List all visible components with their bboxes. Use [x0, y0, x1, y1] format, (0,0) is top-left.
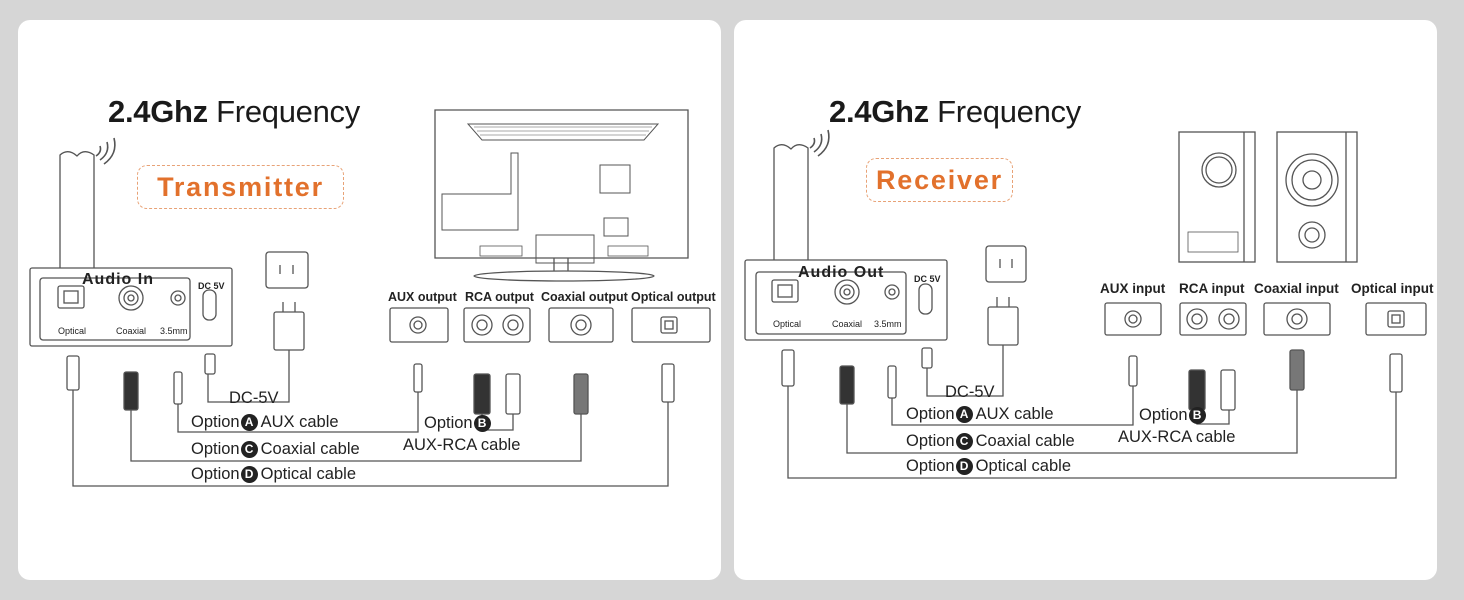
wifi-signal-icon — [809, 129, 830, 157]
jack-label-35mm: 3.5mm — [160, 326, 188, 336]
transmitter-diagram — [29, 109, 711, 487]
coaxial-plug-icon — [123, 371, 139, 411]
coaxial-plug-icon — [839, 365, 855, 405]
port-label-rca: RCA input — [1179, 281, 1245, 296]
port-label-coaxial: Coaxial output — [541, 290, 628, 304]
power-label: DC-5V — [229, 389, 279, 407]
jack-label-35mm: 3.5mm — [874, 319, 902, 329]
rca-input-port — [1179, 302, 1247, 336]
coaxial-output-port — [548, 307, 614, 343]
antenna-icon — [773, 144, 809, 264]
port-label-aux: AUX output — [388, 290, 457, 304]
frequency-word: Frequency — [216, 94, 360, 129]
speaker-right-icon — [1276, 131, 1358, 263]
port-label-coaxial: Coaxial input — [1254, 281, 1339, 296]
jack-label-optical: Optical — [773, 319, 802, 329]
optical-output-port — [631, 307, 711, 343]
coaxial-input-port — [1263, 302, 1331, 336]
rca-white-plug-icon — [505, 373, 521, 415]
port-label-rca: RCA output — [465, 290, 534, 304]
aux-plug-icon — [887, 365, 897, 399]
cable-lines — [787, 345, 1397, 479]
dc-label: DC 5V — [198, 281, 225, 291]
receiver-panel: 2.4Ghz Frequency Receiver Audio Out Opti… — [734, 20, 1437, 580]
usb-plug-icon — [204, 353, 216, 375]
tv-icon — [434, 109, 689, 282]
port-label-optical: Optical input — [1351, 281, 1434, 296]
coaxial-jack-icon — [834, 279, 860, 305]
optical-plug-icon — [781, 349, 795, 387]
jack-label-coaxial: Coaxial — [832, 319, 863, 329]
option-badge: D — [955, 458, 973, 475]
aux-jack-icon — [884, 284, 900, 300]
rca-cable-label: AUX-RCA cable — [1118, 428, 1236, 446]
frequency-band: 2.4Ghz — [108, 94, 208, 129]
optical-jack-icon — [771, 279, 799, 303]
aux-plug-icon — [173, 371, 183, 405]
aux-jack-icon — [170, 290, 186, 306]
coaxial-jack-icon — [118, 285, 144, 311]
rca-red-plug-icon — [473, 373, 491, 415]
power-adapter-icon — [273, 311, 305, 351]
rca-cable-label: AUX-RCA cable — [403, 436, 521, 454]
optical-input-port — [1365, 302, 1427, 336]
optical-jack-icon — [57, 285, 85, 309]
usb-c-port-icon — [918, 283, 933, 315]
option-badge: B — [473, 415, 491, 432]
frequency-heading: 2.4Ghz Frequency — [108, 94, 360, 130]
jack-label-optical: Optical — [58, 326, 87, 336]
frequency-heading: 2.4Ghz Frequency — [829, 94, 1081, 130]
power-adapter-icon — [987, 306, 1019, 346]
device-title: Audio Out — [798, 264, 885, 281]
rca-red-plug-icon — [1188, 369, 1206, 411]
receiver-label: Receiver — [866, 158, 1013, 202]
antenna-icon — [59, 151, 95, 271]
transmitter-label: Transmitter — [137, 165, 344, 209]
power-label: DC-5V — [945, 383, 995, 401]
usb-c-port-icon — [202, 289, 217, 321]
option-badge: B — [1188, 407, 1206, 424]
dc-label: DC 5V — [914, 274, 941, 284]
device-title: Audio In — [82, 271, 154, 288]
option-badge: C — [240, 441, 258, 458]
transmitter-panel: 2.4Ghz Frequency Transmitter Audio In Op… — [18, 20, 721, 580]
speaker-left-icon — [1178, 131, 1256, 263]
frequency-band: 2.4Ghz — [829, 94, 929, 129]
rca-white-plug-icon — [1220, 369, 1236, 411]
option-badge: A — [955, 406, 973, 423]
option-badge: C — [955, 433, 973, 450]
optical-plug-icon — [66, 355, 80, 391]
wall-outlet-icon — [985, 245, 1027, 283]
receiver-diagram — [744, 129, 1427, 479]
aux-output-port — [389, 307, 449, 343]
cable-lines — [72, 350, 669, 487]
wall-outlet-icon — [265, 251, 309, 289]
usb-plug-icon — [921, 347, 933, 369]
transmitter-body — [29, 267, 233, 347]
frequency-word: Frequency — [937, 94, 1081, 129]
wifi-signal-icon — [95, 137, 116, 165]
port-label-optical: Optical output — [631, 290, 716, 304]
option-badge: A — [240, 414, 258, 431]
jack-label-coaxial: Coaxial — [116, 326, 147, 336]
rca-output-port — [463, 307, 531, 343]
option-badge: D — [240, 466, 258, 483]
port-label-aux: AUX input — [1100, 281, 1166, 296]
aux-input-port — [1104, 302, 1162, 336]
